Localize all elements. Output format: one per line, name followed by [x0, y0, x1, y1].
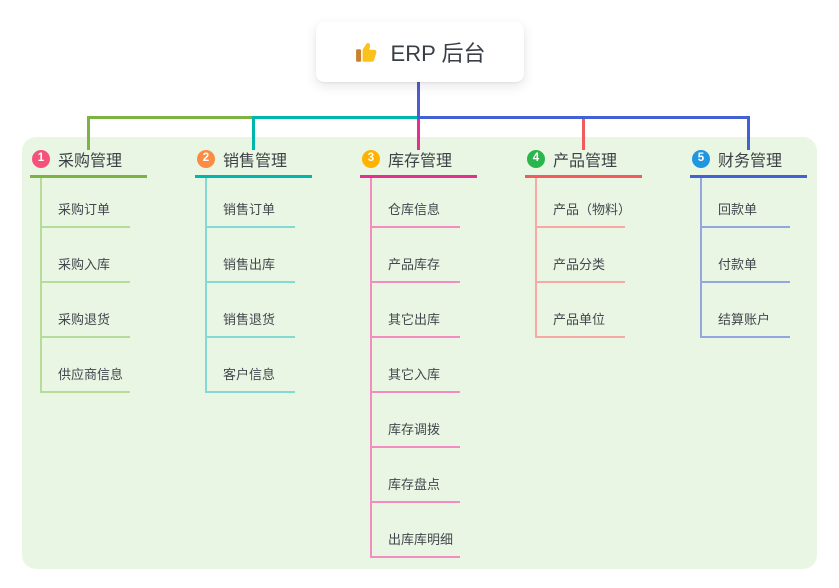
child-node[interactable]: 客户信息	[207, 338, 295, 393]
branches-panel	[22, 137, 817, 569]
hline-seg-teal	[252, 116, 420, 119]
child-node-label: 仓库信息	[388, 202, 441, 217]
branch-column-5: 5 财务管理 回款单付款单结算账户	[690, 148, 807, 338]
child-node-label: 产品（物料）	[553, 202, 632, 217]
branch-number-badge: 5	[692, 150, 710, 168]
child-node[interactable]: 产品（物料）	[537, 178, 631, 228]
child-node-label: 销售退货	[223, 312, 276, 327]
branch-children: 产品（物料） 产品分类产品单位	[535, 178, 631, 338]
child-node-label: 供应商信息	[58, 367, 124, 382]
child-node-label: 出库库明细	[388, 532, 454, 547]
branch-node-2[interactable]: 2 销售管理	[195, 148, 312, 178]
branch-node-label: 库存管理	[388, 153, 453, 170]
child-node[interactable]: 采购入库	[42, 228, 130, 283]
child-node[interactable]: 供应商信息	[42, 338, 130, 393]
child-node[interactable]: 销售退货	[207, 283, 295, 338]
child-node[interactable]: 产品分类	[537, 228, 625, 283]
root-node-erp[interactable]: ERP 后台	[316, 22, 524, 82]
child-node[interactable]: 销售订单	[207, 178, 295, 228]
child-node-label: 其它入库	[388, 367, 441, 382]
child-node[interactable]: 销售出库	[207, 228, 295, 283]
child-node[interactable]: 仓库信息	[372, 178, 460, 228]
branch-node-label: 销售管理	[223, 153, 288, 170]
branch-children: 销售订单销售出库销售退货客户信息	[205, 178, 295, 393]
thumbs-up-icon	[355, 39, 381, 65]
child-node[interactable]: 其它入库	[372, 338, 460, 393]
child-node-label: 销售出库	[223, 257, 276, 272]
child-node-label: 库存调拨	[388, 422, 441, 437]
branch-number-badge: 3	[362, 150, 380, 168]
branch-number-badge: 4	[527, 150, 545, 168]
branch-number-badge: 1	[32, 150, 50, 168]
branch-children: 仓库信息产品库存其它出库其它入库库存调拨库存盘点出库库明细	[370, 178, 460, 558]
branch-column-2: 2 销售管理 销售订单销售出库销售退货客户信息	[195, 148, 312, 393]
child-node-label: 产品单位	[553, 312, 606, 327]
child-node[interactable]: 付款单	[702, 228, 790, 283]
branch-node-1[interactable]: 1 采购管理	[30, 148, 147, 178]
child-node-label: 客户信息	[223, 367, 276, 382]
branch-number-badge: 2	[197, 150, 215, 168]
child-node[interactable]: 库存盘点	[372, 448, 460, 503]
child-node-label: 结算账户	[718, 312, 771, 327]
branch-children: 采购订单采购入库采购退货供应商信息	[40, 178, 130, 393]
branch-riser-1	[87, 116, 90, 150]
branch-column-1: 1 采购管理 采购订单采购入库采购退货供应商信息	[30, 148, 147, 393]
child-node[interactable]: 采购退货	[42, 283, 130, 338]
child-node[interactable]: 采购订单	[42, 178, 130, 228]
child-node-label: 销售订单	[223, 202, 276, 217]
child-node[interactable]: 产品单位	[537, 283, 625, 338]
branch-riser-4	[582, 119, 585, 150]
child-node[interactable]: 产品库存	[372, 228, 460, 283]
branch-node-label: 财务管理	[718, 153, 783, 170]
child-node[interactable]: 结算账户	[702, 283, 790, 338]
child-node[interactable]: 回款单	[702, 178, 790, 228]
branch-column-3: 3 库存管理 仓库信息产品库存其它出库其它入库库存调拨库存盘点出库库明细	[360, 148, 477, 558]
root-node-label: ERP 后台	[390, 41, 486, 66]
child-node-label: 付款单	[718, 257, 758, 272]
branch-node-3[interactable]: 3 库存管理	[360, 148, 477, 178]
branch-riser-2	[252, 116, 255, 150]
root-connector-line	[417, 82, 420, 119]
branch-node-label: 产品管理	[553, 153, 618, 170]
child-node-label: 库存盘点	[388, 477, 441, 492]
child-node[interactable]: 其它出库	[372, 283, 460, 338]
branch-node-4[interactable]: 4 产品管理	[525, 148, 642, 178]
branch-children: 回款单付款单结算账户	[700, 178, 790, 338]
child-node-label: 其它出库	[388, 312, 441, 327]
branch-column-4: 4 产品管理 产品（物料） 产品分类产品单位	[525, 148, 642, 338]
branch-riser-5	[747, 116, 750, 150]
child-node-label: 产品分类	[553, 257, 606, 272]
child-node-label: 采购退货	[58, 312, 111, 327]
branch-node-5[interactable]: 5 财务管理	[690, 148, 807, 178]
hline-seg-green	[87, 116, 255, 119]
child-node-label: 回款单	[718, 202, 758, 217]
child-node[interactable]: 出库库明细	[372, 503, 460, 558]
branch-node-label: 采购管理	[58, 153, 123, 170]
child-node-label: 产品库存	[388, 257, 441, 272]
child-node[interactable]: 库存调拨	[372, 393, 460, 448]
hline-seg-blue	[417, 116, 750, 119]
child-node-label: 采购入库	[58, 257, 111, 272]
branch-riser-3	[417, 119, 420, 150]
child-node-label: 采购订单	[58, 202, 111, 217]
